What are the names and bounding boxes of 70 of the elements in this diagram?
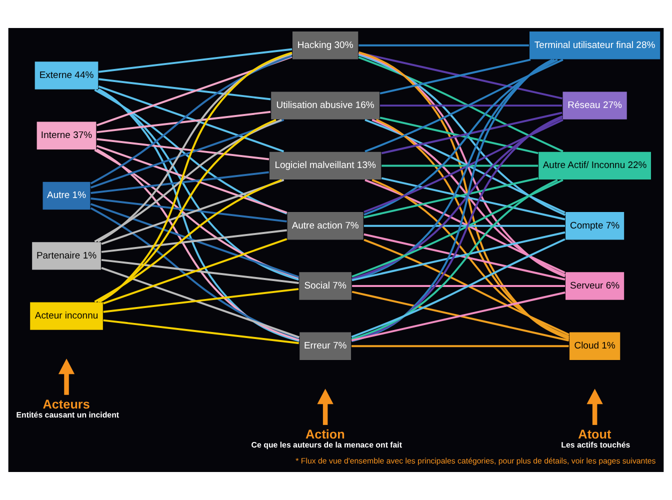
node-box: Erreur 7% — [298, 332, 352, 361]
connector — [372, 179, 570, 338]
connector — [90, 54, 292, 184]
node-box: Serveur 6% — [564, 271, 625, 301]
node-box: Autre Actif/ Inconnu 22% — [538, 151, 652, 180]
node-box: Compte 7% — [564, 211, 625, 240]
node-box: Interne 37% — [36, 121, 97, 150]
connector — [376, 118, 570, 339]
connector — [94, 149, 299, 279]
connector — [90, 207, 300, 340]
connector — [103, 238, 288, 304]
connector — [94, 89, 288, 214]
node-box: Cloud 1% — [568, 332, 621, 361]
connector — [98, 48, 292, 73]
connector — [97, 118, 276, 303]
node-text: Acteurs Entités causant un incident — [16, 398, 120, 420]
connector — [90, 171, 269, 194]
node-box: Hacking 30% — [292, 30, 359, 60]
connector — [96, 145, 288, 214]
connector — [98, 78, 271, 100]
connector — [364, 177, 538, 218]
connector — [90, 203, 299, 278]
connector — [94, 118, 282, 242]
connector — [381, 112, 562, 154]
connector — [380, 58, 531, 94]
node-box: Autre action 7% — [286, 211, 364, 240]
node-box: Terminal utilisateur final 28% — [528, 30, 661, 60]
connector — [352, 345, 569, 348]
connector — [382, 164, 538, 167]
connector — [101, 258, 299, 284]
node-box: Partenaire 1% — [31, 241, 102, 271]
node-text: Atout Les actifs touchés — [561, 428, 630, 450]
connector — [103, 288, 299, 313]
connector — [96, 138, 270, 160]
connector — [101, 229, 287, 253]
connector — [96, 148, 300, 341]
connector — [351, 115, 563, 342]
connector — [98, 88, 300, 342]
connector — [381, 177, 566, 220]
connector — [364, 224, 566, 227]
connector — [96, 110, 271, 134]
node-box: Logiciel malveillant 13% — [268, 151, 382, 180]
connector — [101, 266, 300, 338]
arrow — [58, 358, 75, 395]
node-box: Social 7% — [298, 271, 352, 301]
caption: * Flux de vue d'ensemble avec les principales catégories, pour plus de détails, voir les pages suivantes — [296, 456, 656, 466]
connector — [97, 88, 299, 281]
connector — [358, 52, 562, 100]
connector — [351, 179, 558, 340]
node-box: Réseau 27% — [562, 90, 628, 120]
connector — [380, 104, 562, 107]
connector — [352, 285, 566, 287]
node-box: Autre 1% — [42, 181, 92, 210]
node-box: Utilisation abusive 16% — [270, 90, 380, 120]
node-box: Acteur inconnu — [29, 301, 104, 331]
connector — [97, 52, 292, 242]
connector — [90, 118, 284, 188]
connector — [358, 44, 529, 46]
connector — [94, 179, 282, 303]
node-box: Externe 44% — [34, 60, 99, 90]
connector — [103, 319, 299, 344]
connector — [98, 86, 284, 152]
connector — [90, 198, 287, 222]
connector — [101, 179, 284, 245]
arrow — [317, 388, 334, 425]
arrow — [586, 388, 603, 425]
node-text: Action Ce que les auteurs de la menace ont fait — [251, 428, 402, 450]
connector — [96, 56, 292, 126]
connector — [380, 116, 538, 154]
connector — [99, 52, 292, 303]
